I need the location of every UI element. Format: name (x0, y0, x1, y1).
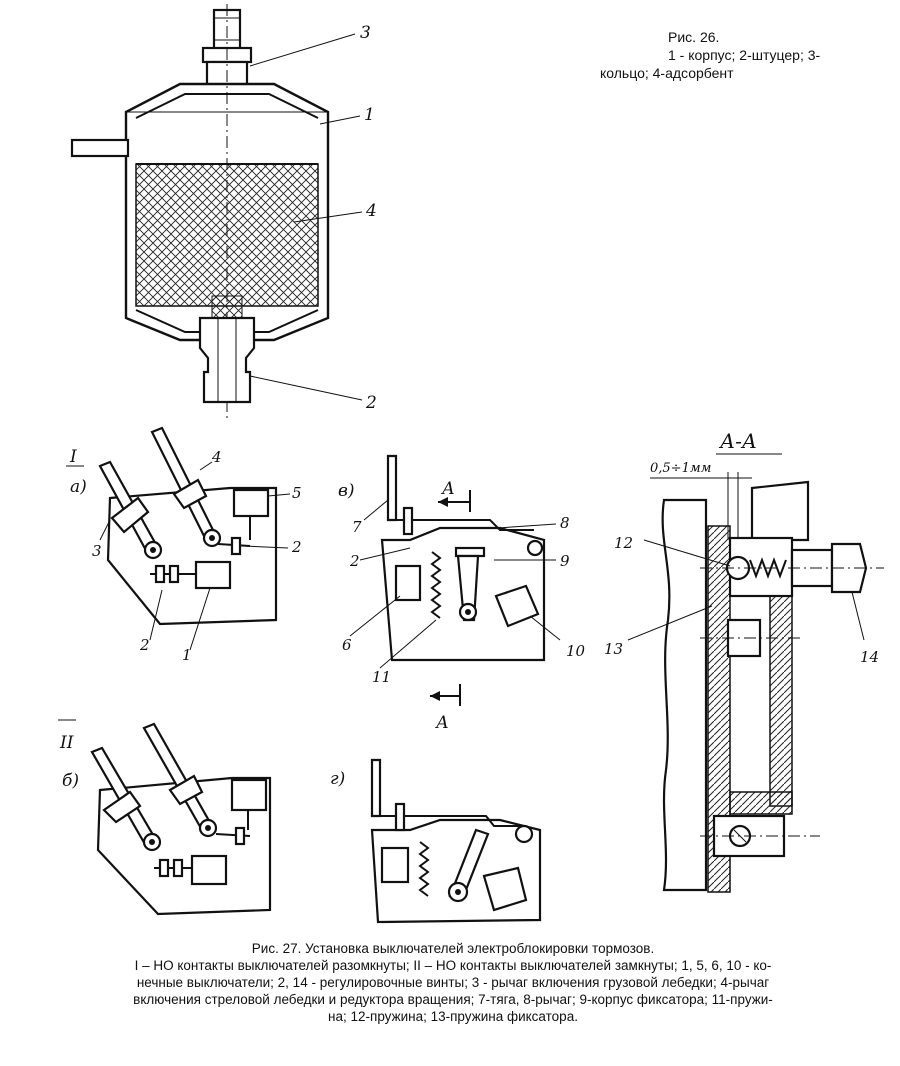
v-label-11: 11 (372, 668, 391, 686)
switch-1 (194, 560, 232, 590)
section-title: А-А (718, 429, 757, 453)
gap-dimension: 0,5÷1мм (650, 461, 711, 476)
base-plate-a (106, 486, 278, 626)
fig27-caption: Рис. 27. Установка выключателей электроб… (48, 940, 858, 1025)
fig27-caption-line: на; 12-пружина; 13-пружина фиксатора. (328, 1009, 578, 1024)
a-label-2-left: 2 (139, 636, 150, 654)
frame-plate (661, 498, 708, 892)
switch-6-g (380, 846, 410, 884)
side-tube (70, 138, 130, 158)
fig26-label-1: 1 (364, 105, 375, 125)
switch-5 (232, 488, 270, 518)
v-label-8: 8 (560, 514, 570, 532)
state-II-label: II (59, 733, 74, 753)
spring-12 (749, 557, 787, 579)
fig27-caption-line: I – НО контакты выключателей разомкнуты;… (134, 958, 772, 973)
fig26-title: Рис. 26. (668, 29, 720, 45)
switch-1-b (190, 854, 228, 886)
switch-10-g (482, 866, 528, 912)
section-mark-bottom: А (435, 713, 449, 733)
plate-13 (707, 525, 731, 893)
fig27-caption-line: включения стреловой лебедки и редуктора … (133, 992, 773, 1007)
v-label-9: 9 (560, 552, 570, 570)
v-label-2: 2 (349, 552, 360, 570)
a-label-2-right: 2 (291, 538, 302, 556)
fig27-caption-line: нечные выключатели; 2, 14 - регулировочн… (136, 975, 770, 990)
v-label-10: 10 (566, 642, 586, 660)
fig26-caption: Рис. 26. 1 - корпус; 2-штуцер; 3- кольцо… (600, 28, 870, 82)
fig26-label-3: 3 (360, 23, 371, 43)
fig26-drawing: 3 1 4 2 (70, 4, 377, 422)
fig27-view-a: I а) 3 4 5 2 2 1 (66, 426, 302, 664)
a-label-5: 5 (292, 484, 302, 502)
v-label-7: 7 (352, 518, 362, 536)
switch-10 (494, 584, 540, 628)
sub-v-label: в) (338, 481, 355, 501)
fig27-view-v: в) А 7 8 2 9 6 11 (338, 454, 586, 733)
fig26-label-4: 4 (365, 201, 377, 221)
section-label-14: 14 (860, 648, 879, 666)
v-label-6: 6 (342, 636, 352, 654)
switch-6 (394, 564, 422, 602)
section-AA: А-А 0,5÷1мм 12 13 14 (604, 429, 884, 893)
fig27-caption-line: Рис. 27. Установка выключателей электроб… (251, 941, 655, 956)
section-label-12: 12 (614, 534, 633, 552)
bottom-mesh (211, 295, 243, 319)
fig26-label-2: 2 (365, 393, 377, 413)
section-mark-top: А (441, 479, 455, 499)
fig26-caption-line1: 1 - корпус; 2-штуцер; 3- (668, 47, 821, 63)
fitting-2 (198, 316, 256, 404)
fig26-caption-line2: кольцо; 4-адсорбент (600, 65, 734, 81)
fig27-view-b: II б) (58, 719, 272, 916)
a-label-4: 4 (211, 448, 222, 466)
state-I-label: I (69, 447, 77, 467)
sub-a-label: а) (70, 477, 87, 497)
fig27-view-g: г) (330, 758, 542, 924)
section-label-13: 13 (604, 640, 623, 658)
a-label-3: 3 (92, 542, 102, 560)
sub-b-label: б) (62, 771, 79, 791)
a-label-1: 1 (182, 646, 192, 664)
sub-g-label: г) (330, 769, 345, 789)
spring-11 (430, 551, 442, 619)
switch-5-b (230, 778, 268, 812)
